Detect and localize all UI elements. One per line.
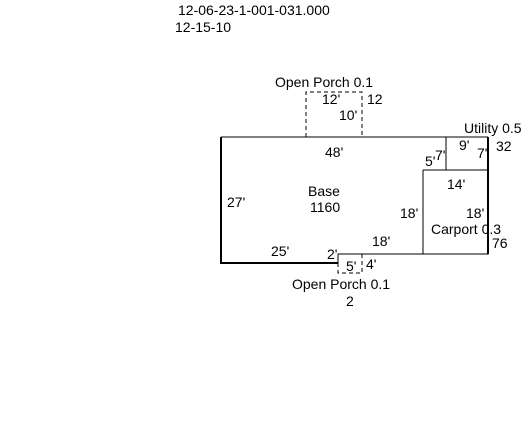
base-bottom-right-dim: 18' — [372, 233, 390, 249]
utility-width-dim: 9' — [459, 137, 469, 153]
open-porch-top-outline — [305, 91, 363, 137]
step-7-dim: 7' — [435, 147, 445, 163]
utility-area: 32 — [496, 138, 512, 154]
step-5-dim: 5' — [425, 153, 435, 169]
open-porch-bottom-outline — [337, 254, 363, 274]
base-outline-left — [220, 137, 338, 264]
base-area: 1160 — [310, 199, 340, 215]
base-left-dim: 27' — [227, 194, 245, 210]
open-porch-top-area: 12 — [367, 91, 383, 107]
parcel-id: 12-06-23-1-001-031.000 — [178, 2, 330, 18]
open-porch-top-depth-dim: 10' — [339, 107, 357, 123]
utility-label: Utility 0.5 — [464, 120, 522, 136]
open-porch-top-width-dim: 12' — [322, 91, 340, 107]
open-porch-bottom-width-dim: 5' — [346, 258, 356, 274]
carport-width-dim: 14' — [447, 176, 465, 192]
carport-area: 76 — [492, 235, 508, 251]
base-right-inner-dim: 18' — [400, 205, 418, 221]
base-notch-outline — [337, 170, 424, 263]
utility-depth-dim: 7' — [477, 145, 487, 161]
open-porch-bottom-label: Open Porch 0.1 — [292, 276, 390, 292]
carport-depth-dim: 18' — [466, 205, 484, 221]
base-label: Base — [308, 183, 340, 199]
carport-label: Carport 0.3 — [431, 221, 501, 237]
base-bottom-left-dim: 25' — [271, 243, 289, 259]
sketch-date: 12-15-10 — [175, 19, 231, 35]
base-top-dim: 48' — [325, 144, 343, 160]
open-porch-bottom-depth-dim: 4' — [366, 256, 376, 272]
open-porch-bottom-area: 2 — [346, 293, 354, 309]
open-porch-top-label: Open Porch 0.1 — [275, 74, 373, 90]
base-notch-dim: 2' — [327, 246, 337, 262]
